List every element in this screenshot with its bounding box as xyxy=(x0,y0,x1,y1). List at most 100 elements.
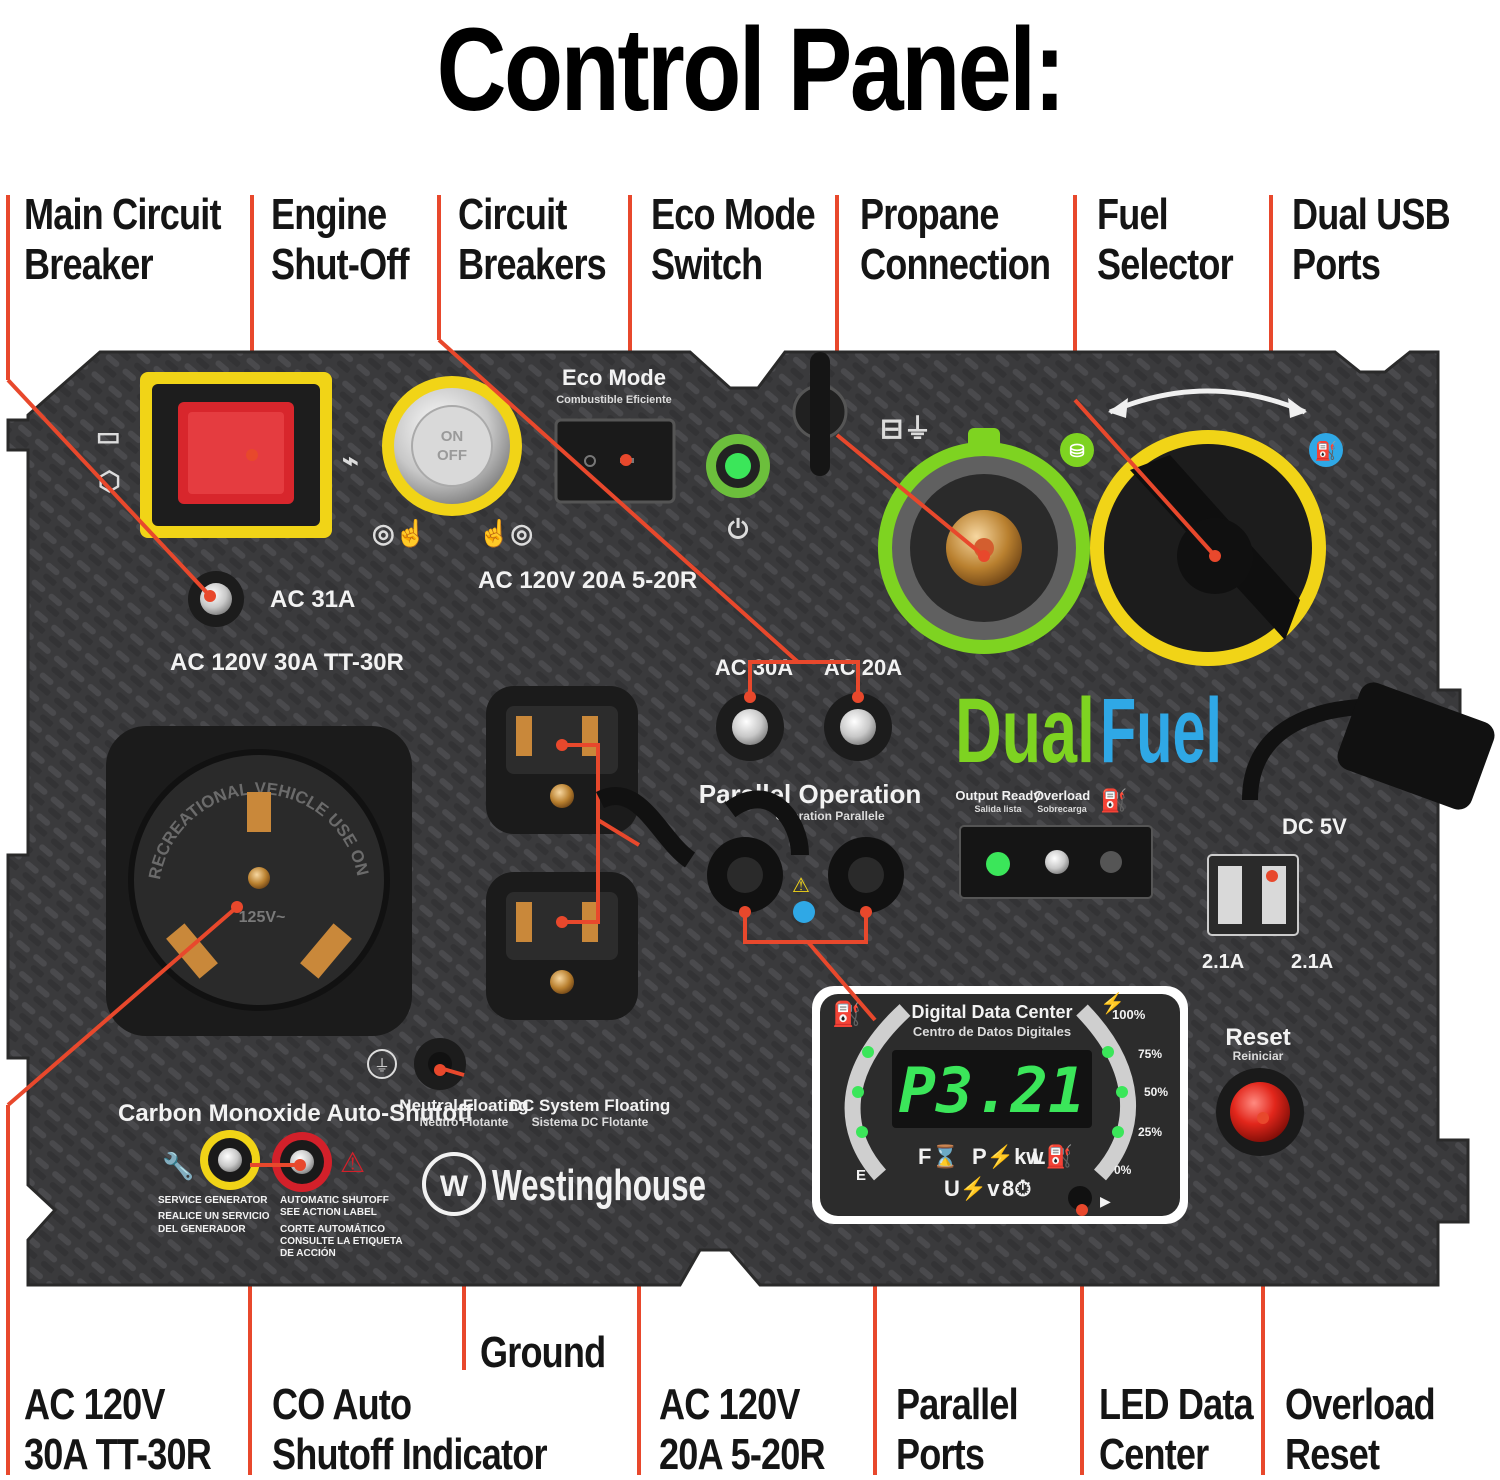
hand-engine-icon: ☝◎ xyxy=(478,517,533,549)
lcd-readout: P3.21 xyxy=(899,1054,1086,1127)
leader-bar xyxy=(628,195,632,460)
usb-a2-label: 2.1A xyxy=(1291,951,1333,973)
gasoline-pump-icon xyxy=(1309,433,1343,467)
gauge-0: 0% xyxy=(1114,1163,1132,1177)
autoshut-line: CONSULTE LA ETIQUETA xyxy=(280,1236,403,1247)
ac31-label: AC 31A xyxy=(270,586,355,613)
rv-rating: 125V~ xyxy=(239,909,286,926)
leader-lines xyxy=(6,338,1217,1167)
autoshut-line: DE ACCIÓN xyxy=(280,1246,336,1259)
gauge-100: 100% xyxy=(1112,1007,1146,1022)
autoshut-line: CORTE AUTOMÁTICO xyxy=(280,1222,385,1235)
fuel-pump-icon: ⛽ xyxy=(832,1000,862,1028)
leader-bar xyxy=(835,195,839,435)
leader-bar xyxy=(6,195,10,380)
dual-logo-text: Dual xyxy=(955,680,1095,782)
co-title: Carbon Monoxide Auto-Shutoff xyxy=(118,1100,474,1127)
overload-reset-button[interactable] xyxy=(1230,1082,1290,1142)
ac20-label: AC 20A xyxy=(824,655,902,680)
gauge-50: 50% xyxy=(1144,1085,1168,1099)
usb-cover[interactable] xyxy=(1334,678,1499,813)
eco-mode-sublabel: Combustible Eficiente xyxy=(556,394,672,406)
power-kw-icon: P⚡kw xyxy=(972,1144,1044,1170)
r520-label: AC 120V 20A 5-20R xyxy=(478,567,697,594)
output-ready-sublabel: Salida lista xyxy=(974,804,1022,814)
svg-text:⏚: ⏚ xyxy=(374,1057,390,1075)
dc5v-label: DC 5V xyxy=(1282,814,1347,839)
runtime-icon: F⌛ xyxy=(918,1144,959,1169)
autoshut-line: AUTOMATIC SHUTOFF xyxy=(280,1195,389,1206)
leader-bar xyxy=(437,195,441,340)
choke-toggle[interactable] xyxy=(810,352,830,476)
neutral-floating: Neutral Floating xyxy=(399,1096,528,1115)
leader-bar xyxy=(1261,1118,1265,1475)
parallel-sublabel: Operation Parallele xyxy=(775,809,885,823)
leader-bar xyxy=(1080,1210,1084,1475)
load-gauge-arc xyxy=(1076,1004,1137,1181)
dc-system-floating-sub: Sistema DC Flotante xyxy=(532,1115,649,1129)
eco-mode-switch[interactable] xyxy=(554,418,676,504)
svg-text:⛁: ⛁ xyxy=(1069,441,1084,461)
overload-sublabel: Sobrecarga xyxy=(1037,804,1088,814)
wrench-icon: 🔧 xyxy=(162,1150,194,1181)
power-led xyxy=(725,453,751,479)
ddc-subtitle: Centro de Datos Digitales xyxy=(913,1024,1071,1039)
voltage-icon: U⚡v xyxy=(944,1176,1000,1202)
low-oil-led xyxy=(1100,851,1122,873)
engine-icon: ⬡ xyxy=(98,466,121,496)
battery-icon: ⌁ xyxy=(342,445,359,476)
power-icon: ⏻ xyxy=(728,514,749,544)
hours-icon: 8⏱ xyxy=(1002,1176,1031,1201)
reset-label: Reset xyxy=(1225,1024,1290,1051)
gauge-25: 25% xyxy=(1138,1125,1162,1139)
output-ready-led xyxy=(986,852,1010,876)
battery-off-icon: ▭ xyxy=(96,421,121,451)
ddc-mode-button[interactable] xyxy=(1068,1186,1092,1210)
gauge-75: 75% xyxy=(1138,1047,1162,1061)
fuel-gauge-arc xyxy=(844,1004,911,1181)
usb-a1-label: 2.1A xyxy=(1202,951,1244,973)
output-ready-label: Output Ready xyxy=(955,788,1041,803)
battery-plug-icon: ⊟⏚ xyxy=(880,413,931,444)
callout-ground: Ground xyxy=(480,1328,606,1377)
on-label: ON xyxy=(441,428,464,445)
lcd-display xyxy=(892,1050,1092,1128)
overload-led xyxy=(1045,850,1069,874)
propane-tank-icon xyxy=(1060,433,1094,467)
ground-icon xyxy=(367,1049,397,1079)
engine-hand-icon: ◎☝ xyxy=(372,517,427,549)
leader-bar xyxy=(1073,195,1077,400)
warning-icon: ⚠ xyxy=(792,875,810,897)
fuel-logo-text: Fuel xyxy=(1100,680,1222,782)
manual-icon xyxy=(793,901,815,923)
service-line: SERVICE GENERATOR xyxy=(158,1195,268,1206)
co-warning-icon: ⚠ xyxy=(340,1147,365,1178)
overload-label: Overload xyxy=(1034,788,1090,803)
service-line: DEL GENERADOR xyxy=(158,1224,246,1235)
leader-bar xyxy=(248,1165,252,1475)
leader-dots xyxy=(204,449,1221,1171)
rotate-arrow-icon xyxy=(1109,388,1306,415)
leader-bar xyxy=(250,195,254,455)
leader-bar xyxy=(6,1105,10,1475)
brand-name: Westinghouse xyxy=(492,1161,706,1210)
fuel-level-icon: L⛽ xyxy=(1032,1144,1073,1169)
page-title: Control Panel: xyxy=(436,4,1066,136)
ac30-label: AC 30A xyxy=(715,655,793,680)
autoshut-line: SEE ACTION LABEL xyxy=(280,1207,377,1218)
load-bolt-icon: ⚡ xyxy=(1100,991,1125,1015)
westinghouse-logo-icon xyxy=(422,1152,486,1216)
dc-system-floating: DC System Floating xyxy=(510,1096,671,1115)
